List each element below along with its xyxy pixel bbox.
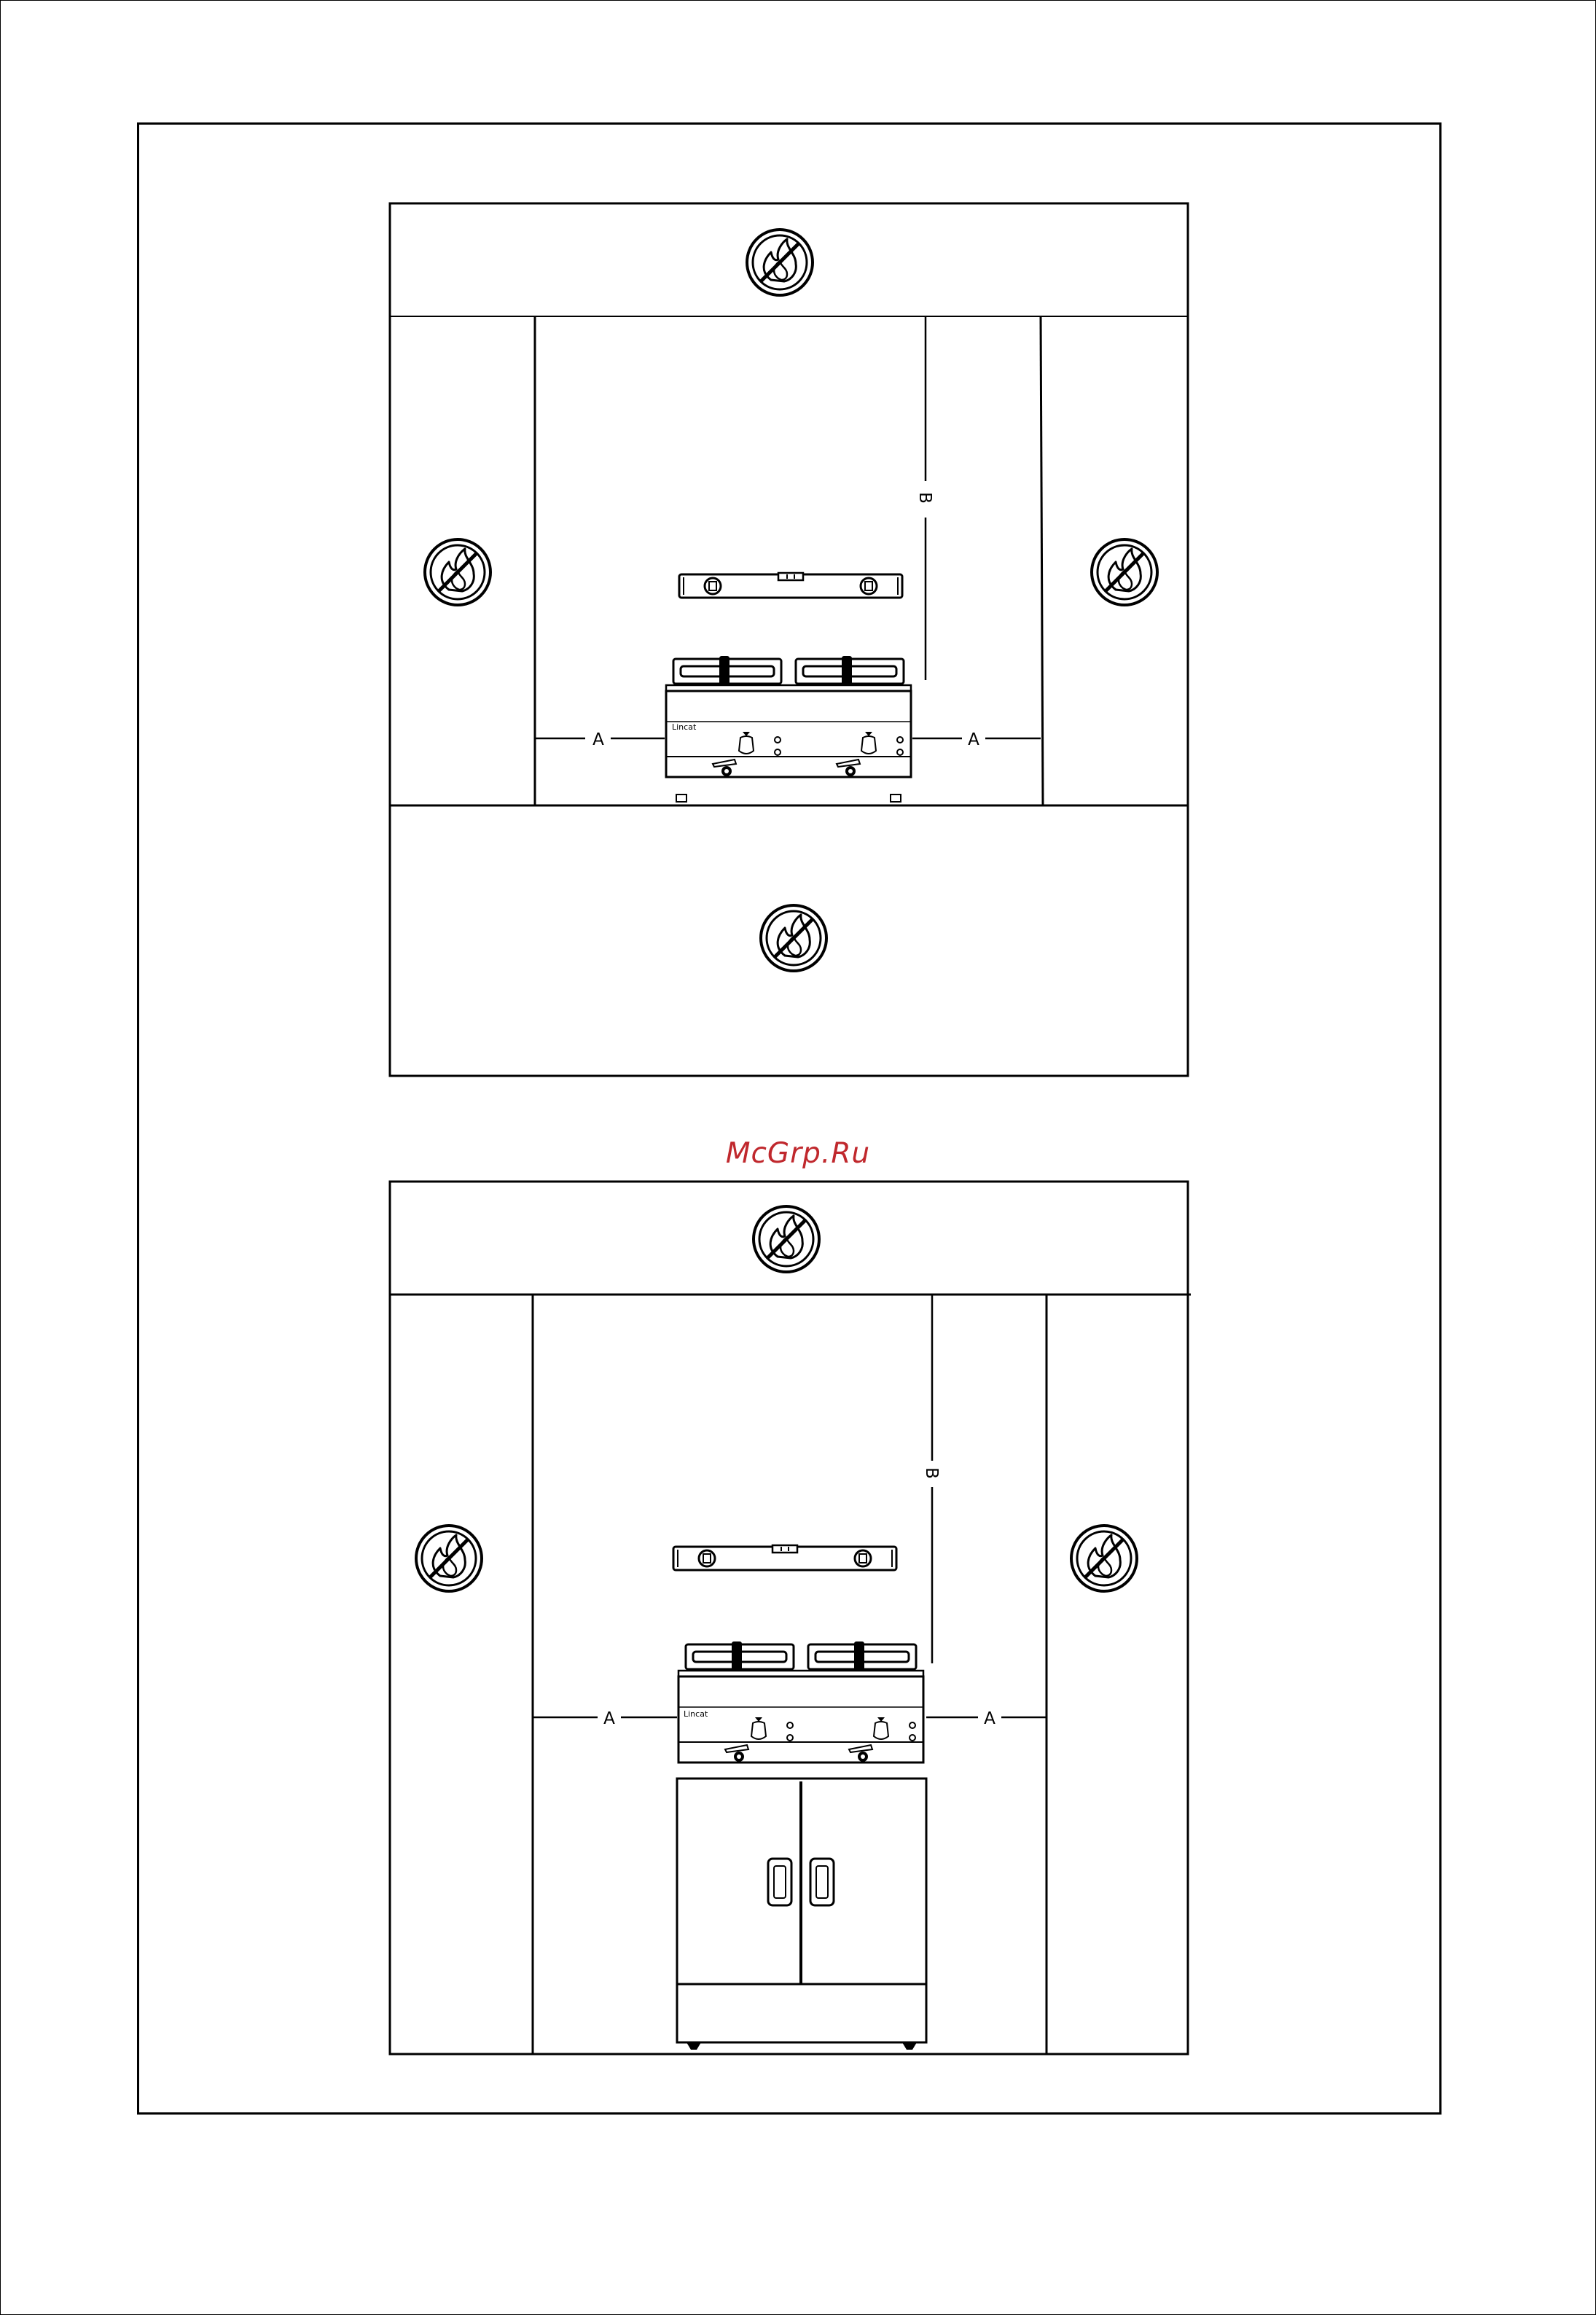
dimension-a-right-label: A	[984, 1709, 995, 1728]
brand-label: Lincat	[684, 1709, 708, 1719]
no-flammable-material-icon	[747, 230, 813, 295]
dimension-b-label: B	[922, 1467, 941, 1479]
figure-countertop: Lincat B A A	[390, 203, 1188, 1076]
spirit-level-icon	[673, 1545, 896, 1570]
no-flammable-material-icon	[761, 905, 826, 971]
cabinet-icon	[677, 1779, 926, 2050]
no-flammable-material-icon	[425, 539, 490, 605]
brand-label: Lincat	[672, 722, 697, 732]
no-flammable-material-icon	[1071, 1526, 1137, 1591]
dimension-a-right-label: A	[968, 730, 979, 749]
fryer-icon	[666, 656, 911, 777]
dimension-a-left-label: A	[603, 1709, 615, 1728]
figure-floor-standing: Lincat B A A	[390, 1182, 1191, 2054]
dimension-b-label: B	[915, 492, 934, 504]
no-flammable-material-icon	[416, 1526, 482, 1591]
no-flammable-material-icon	[754, 1206, 819, 1272]
no-flammable-material-icon	[1092, 539, 1157, 605]
fryer-icon	[678, 1641, 923, 1762]
dimension-a-left-label: A	[592, 730, 604, 749]
watermark: McGrp.Ru	[0, 1137, 1596, 1170]
spirit-level-icon	[679, 573, 902, 598]
